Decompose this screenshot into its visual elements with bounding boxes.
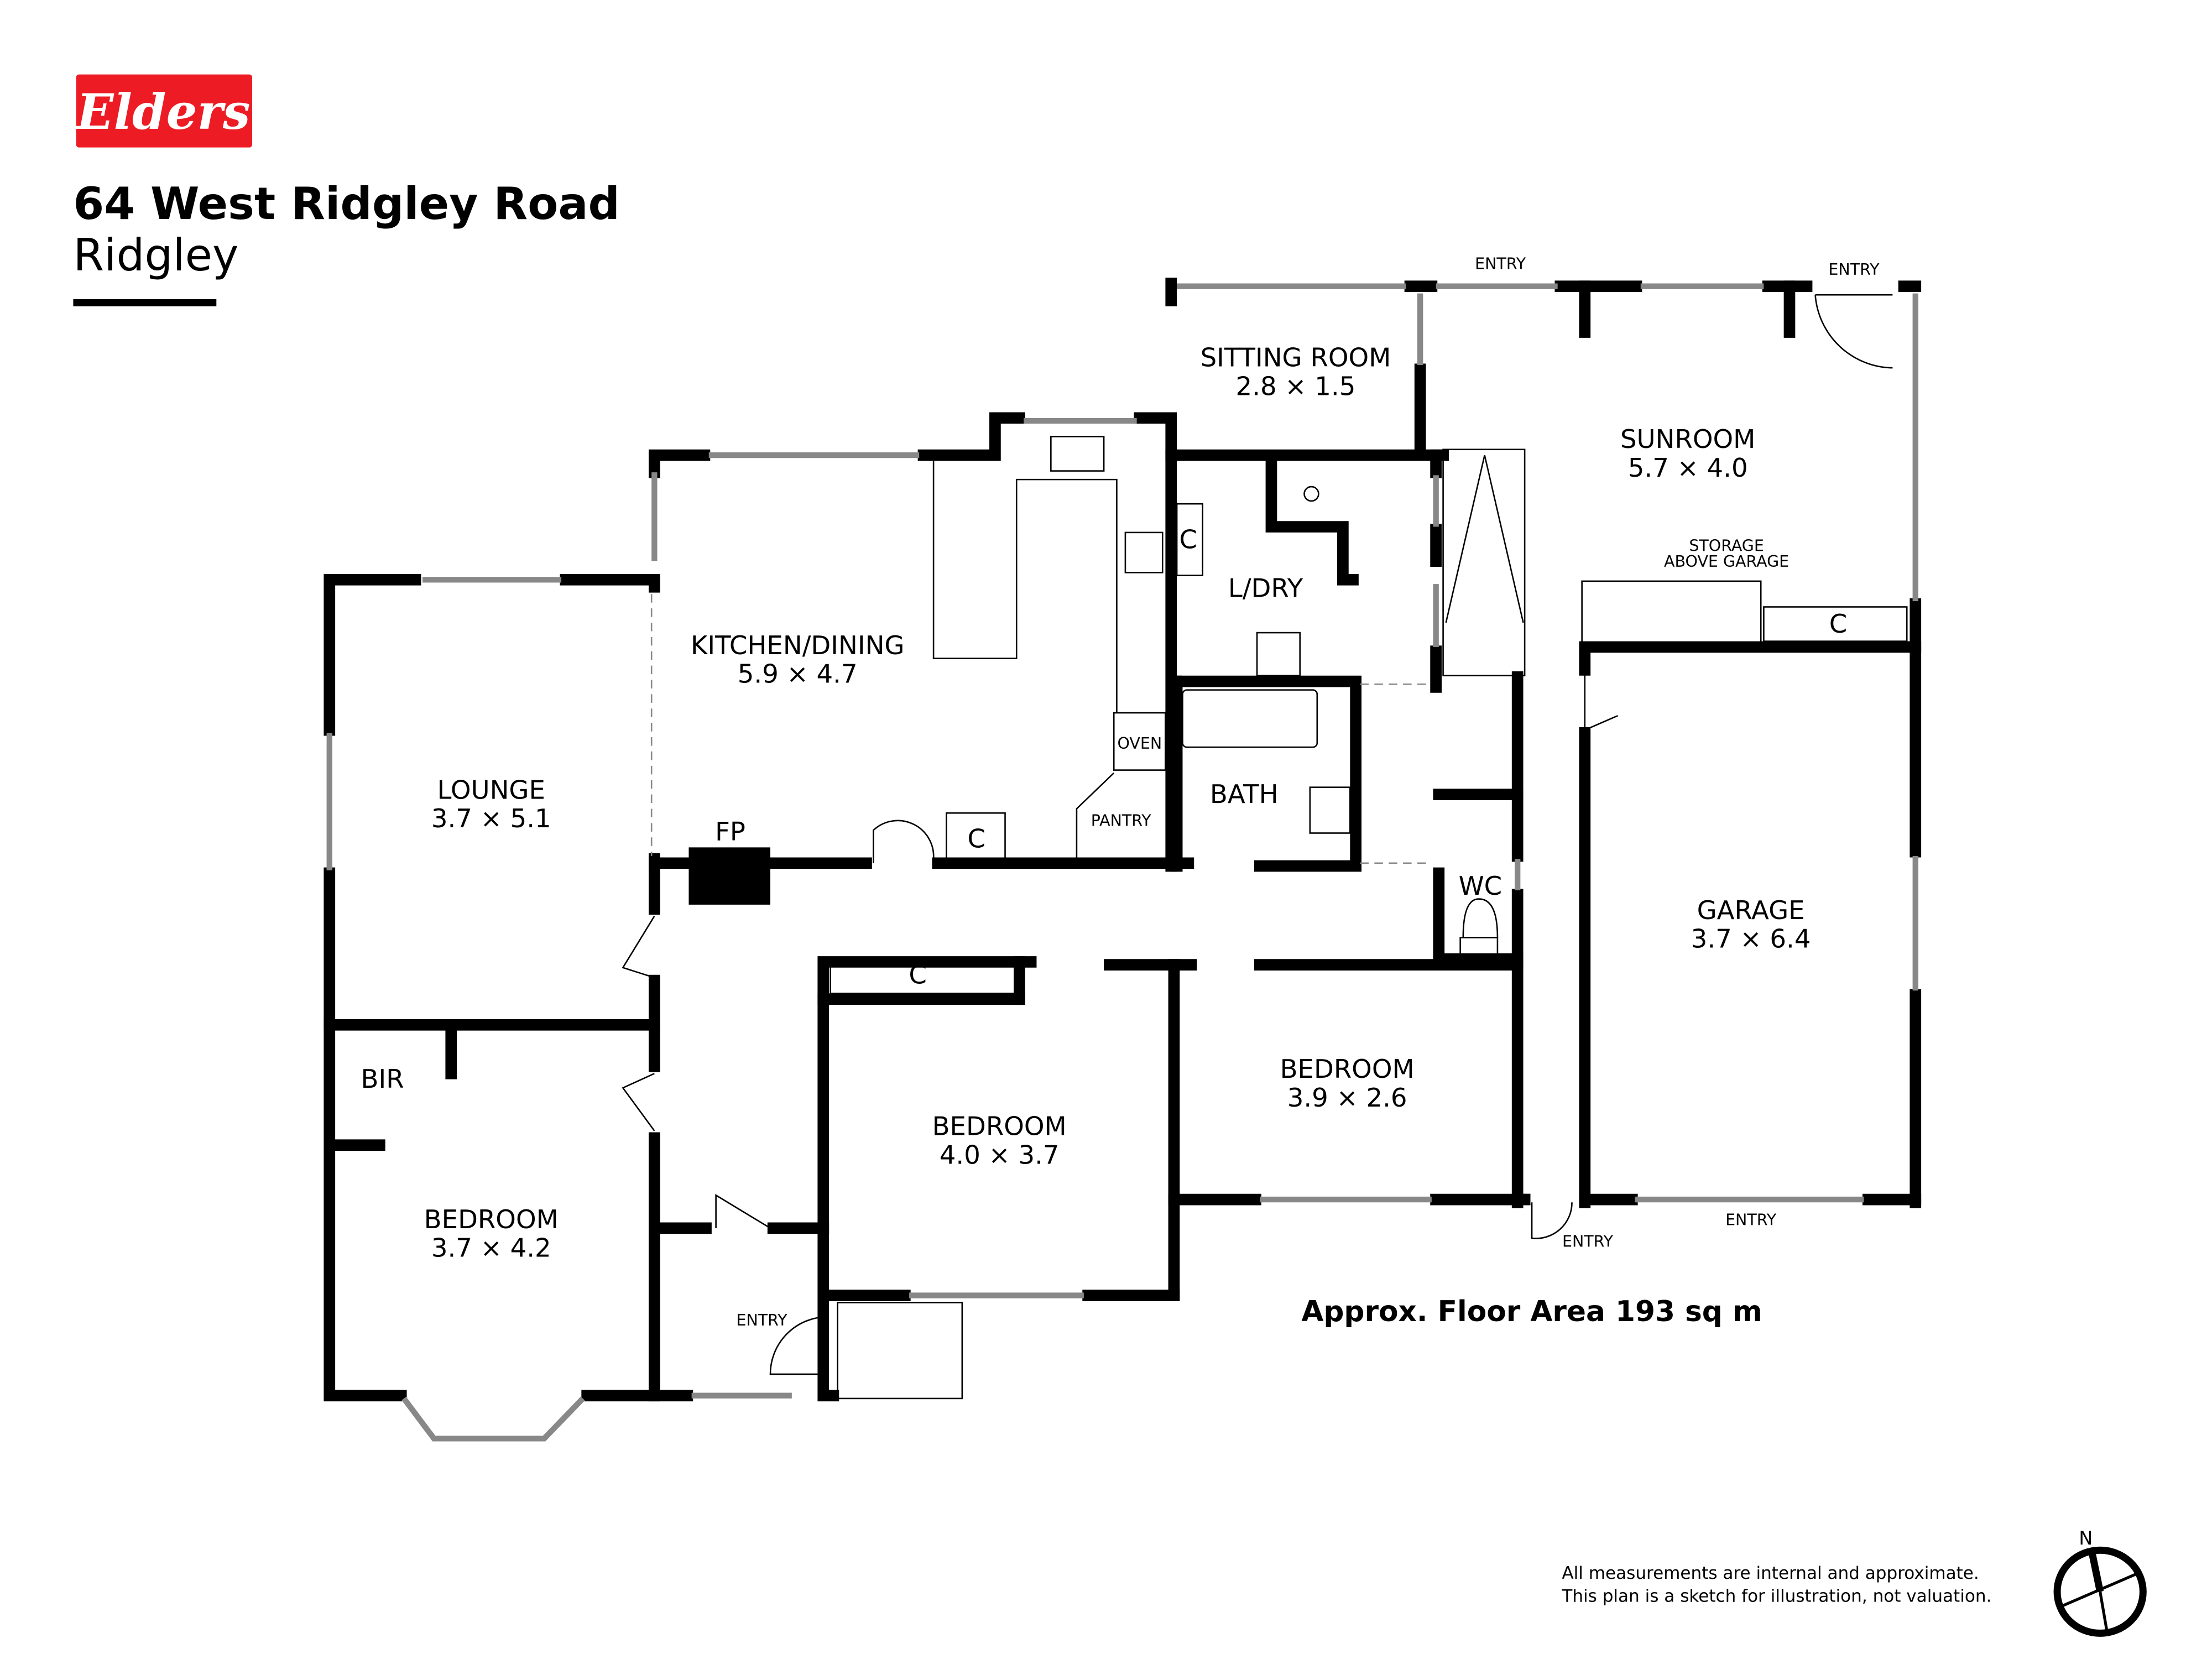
pantry-label: PANTRY bbox=[1091, 812, 1151, 830]
room-dims: 2.8 × 1.5 bbox=[1236, 371, 1356, 401]
entry-label: ENTRY bbox=[1828, 260, 1880, 279]
cupboard-label: C bbox=[967, 823, 985, 853]
floor-area: Approx. Floor Area 193 sq m bbox=[1301, 1295, 1762, 1328]
room-dims: 5.9 × 4.7 bbox=[738, 659, 858, 689]
room-name: LOUNGE bbox=[437, 775, 545, 805]
bathtub-icon bbox=[1182, 689, 1318, 748]
room-labels: SITTING ROOM 2.8 × 1.5 SUNROOM 5.7 × 4.0… bbox=[361, 255, 1880, 1329]
entry-stairs-icon bbox=[837, 1302, 963, 1400]
room-name: KITCHEN/DINING bbox=[691, 630, 905, 660]
basin-icon bbox=[1309, 786, 1351, 834]
room-dims: 5.7 × 4.0 bbox=[1628, 453, 1748, 483]
fixtures bbox=[622, 294, 1908, 1400]
room-dims: 3.7 × 5.1 bbox=[431, 804, 551, 833]
entry-label: ENTRY bbox=[736, 1311, 787, 1329]
room-name: BEDROOM bbox=[424, 1204, 559, 1234]
entry-label: ENTRY bbox=[1725, 1211, 1777, 1229]
room-name: SITTING ROOM bbox=[1201, 343, 1391, 373]
svg-text:Elders: Elders bbox=[75, 83, 251, 140]
cupboard-label: C bbox=[1829, 609, 1848, 639]
bir-label: BIR bbox=[361, 1064, 404, 1094]
door-swing bbox=[1814, 294, 1893, 369]
cooktop-icon bbox=[1124, 531, 1164, 573]
room-dims: 4.0 × 3.7 bbox=[940, 1140, 1060, 1170]
storage-label: ABOVE GARAGE bbox=[1664, 552, 1789, 571]
stairs-void bbox=[1442, 448, 1526, 677]
room-dims: 3.9 × 2.6 bbox=[1287, 1083, 1407, 1113]
room-name: L/DRY bbox=[1228, 573, 1303, 603]
fireplace-label: FP bbox=[715, 816, 745, 846]
compass-icon: N bbox=[2053, 1527, 2147, 1637]
disclaimer-line-1: All measurements are internal and approx… bbox=[1562, 1563, 1979, 1583]
oven-label: OVEN bbox=[1117, 734, 1162, 753]
title-underline bbox=[73, 299, 217, 306]
room-name: GARAGE bbox=[1697, 895, 1805, 925]
room-name: BEDROOM bbox=[1280, 1054, 1415, 1084]
cupboard-label: C bbox=[1180, 524, 1198, 554]
room-name: SUNROOM bbox=[1620, 424, 1755, 454]
storage-label: STORAGE bbox=[1689, 537, 1764, 555]
compass-north-label: N bbox=[2079, 1527, 2093, 1549]
room-name: BEDROOM bbox=[932, 1112, 1067, 1141]
cupboard-label: C bbox=[909, 959, 927, 989]
suburb: Ridgley bbox=[73, 229, 238, 281]
entry-label: ENTRY bbox=[1562, 1233, 1614, 1251]
room-dims: 3.7 × 4.2 bbox=[431, 1233, 551, 1263]
disclaimer-line-2: This plan is a sketch for illustration, … bbox=[1561, 1586, 1991, 1606]
laundry-tub-icon bbox=[1256, 632, 1301, 677]
windows bbox=[326, 283, 1918, 1442]
stairs-icon bbox=[1581, 580, 1762, 651]
room-dims: 3.7 × 6.4 bbox=[1691, 924, 1811, 954]
address-title: 64 West Ridgley Road bbox=[73, 178, 619, 229]
sink-icon bbox=[1050, 436, 1105, 472]
room-name: BATH bbox=[1210, 779, 1279, 809]
room-name: WC bbox=[1459, 871, 1503, 901]
toilet-icon bbox=[1459, 937, 1499, 956]
elders-logo: Elders bbox=[75, 74, 252, 148]
entry-label: ENTRY bbox=[1475, 255, 1526, 273]
